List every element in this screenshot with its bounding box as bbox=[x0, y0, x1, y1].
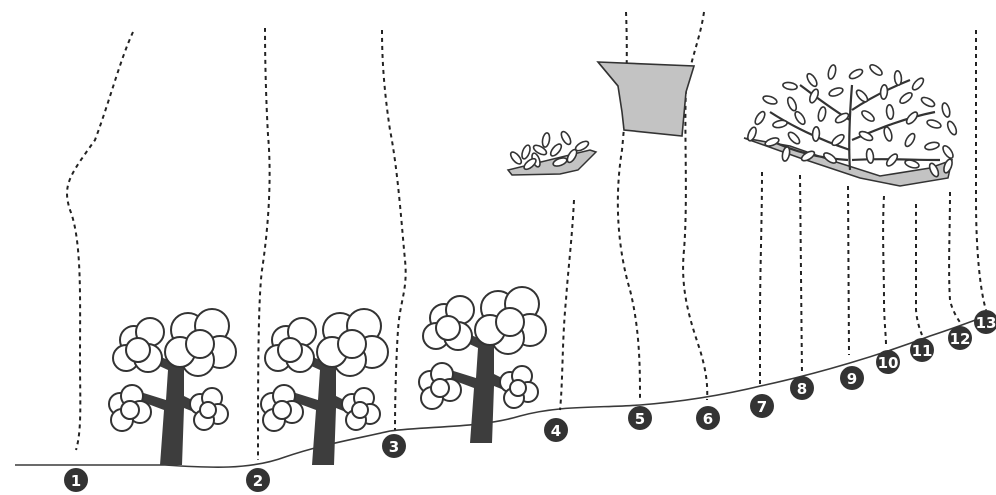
marker-badge-6: 6 bbox=[696, 406, 720, 430]
marker-label: 7 bbox=[757, 398, 767, 416]
leaf-shape bbox=[817, 106, 827, 122]
leaf-shape bbox=[520, 144, 531, 160]
dashed-trace-11 bbox=[916, 204, 922, 335]
marker-label: 9 bbox=[847, 370, 857, 388]
leaf-shape bbox=[786, 96, 798, 112]
marker-badge-7: 7 bbox=[750, 394, 774, 418]
leaf-shape bbox=[828, 86, 844, 97]
leaf-shape bbox=[793, 110, 807, 126]
tree-icon-3 bbox=[419, 287, 546, 443]
dashed-trace-1 bbox=[67, 32, 133, 450]
marker-label: 12 bbox=[950, 330, 971, 348]
shrub-icon bbox=[744, 63, 958, 186]
marker-badge-8: 8 bbox=[790, 376, 814, 400]
leaf-shape bbox=[559, 130, 572, 146]
marker-label: 5 bbox=[635, 410, 645, 428]
leaf-shape bbox=[808, 88, 820, 104]
leaf-shape bbox=[762, 94, 778, 105]
leaf-shape bbox=[942, 158, 954, 174]
foliage-bowl-icon bbox=[508, 130, 596, 175]
leaf-shape bbox=[911, 76, 926, 91]
leaf-shape bbox=[920, 96, 936, 109]
leaf-shape bbox=[883, 126, 894, 142]
leaf-shape bbox=[509, 150, 523, 165]
dashed-trace-10 bbox=[883, 196, 886, 345]
dashed-trace-8 bbox=[800, 175, 802, 375]
marker-badge-5: 5 bbox=[628, 406, 652, 430]
dashed-trace-9 bbox=[848, 186, 849, 355]
marker-label: 2 bbox=[253, 472, 263, 490]
marker-badge-13: 13 bbox=[974, 310, 996, 334]
dashed-trace-3 bbox=[382, 30, 406, 430]
leaf-shape bbox=[787, 130, 802, 145]
dashed-trace-7 bbox=[760, 172, 762, 385]
leaf-shape bbox=[941, 102, 951, 118]
marker-label: 1 bbox=[71, 472, 81, 490]
marker-badge-12: 12 bbox=[948, 326, 972, 350]
marker-badge-2: 2 bbox=[246, 468, 270, 492]
marker-label: 11 bbox=[912, 342, 933, 360]
leaf-shape bbox=[886, 104, 894, 119]
leaf-shape bbox=[848, 68, 864, 81]
leaf-shape bbox=[941, 144, 955, 160]
marker-badge-10: 10 bbox=[876, 350, 900, 374]
leaf-shape bbox=[880, 85, 888, 100]
leaf-shape bbox=[549, 142, 563, 157]
leaf-shape bbox=[868, 63, 884, 77]
marker-label: 13 bbox=[976, 314, 996, 332]
leaf-shape bbox=[855, 88, 870, 103]
leaf-shape bbox=[866, 148, 875, 163]
dashed-trace-4 bbox=[560, 200, 574, 410]
leaf-shape bbox=[834, 111, 850, 124]
marker-badge-9: 9 bbox=[840, 366, 864, 390]
tree-icon-1 bbox=[109, 309, 236, 465]
leaf-shape bbox=[894, 71, 902, 86]
marker-label: 10 bbox=[878, 354, 899, 372]
leaf-shape bbox=[805, 72, 819, 88]
marker-badge-4: 4 bbox=[544, 418, 568, 442]
marker-label: 4 bbox=[551, 422, 561, 440]
marker-label: 6 bbox=[703, 410, 713, 428]
leaf-shape bbox=[903, 132, 916, 148]
dashed-trace-13 bbox=[976, 30, 986, 310]
marker-label: 8 bbox=[797, 380, 807, 398]
marker-badge-3: 3 bbox=[382, 434, 406, 458]
leaf-shape bbox=[812, 127, 820, 142]
dashed-trace-12 bbox=[949, 192, 962, 325]
leaf-shape bbox=[827, 64, 837, 80]
leaf-shape bbox=[946, 120, 958, 136]
leaf-shape bbox=[772, 119, 787, 128]
marker-badge-1: 1 bbox=[64, 468, 88, 492]
hanging-basket-icon bbox=[598, 62, 694, 136]
leaf-shape bbox=[782, 81, 797, 90]
leaf-shape bbox=[898, 91, 913, 105]
marker-label: 3 bbox=[389, 438, 399, 456]
leaf-shape bbox=[541, 132, 550, 147]
leaf-shape bbox=[753, 110, 766, 126]
tree-icon-2 bbox=[261, 309, 388, 465]
leaf-shape bbox=[924, 141, 939, 151]
marker-badge-11: 11 bbox=[910, 338, 934, 362]
leaf-shape bbox=[926, 119, 942, 130]
leaf-shape bbox=[860, 109, 876, 123]
